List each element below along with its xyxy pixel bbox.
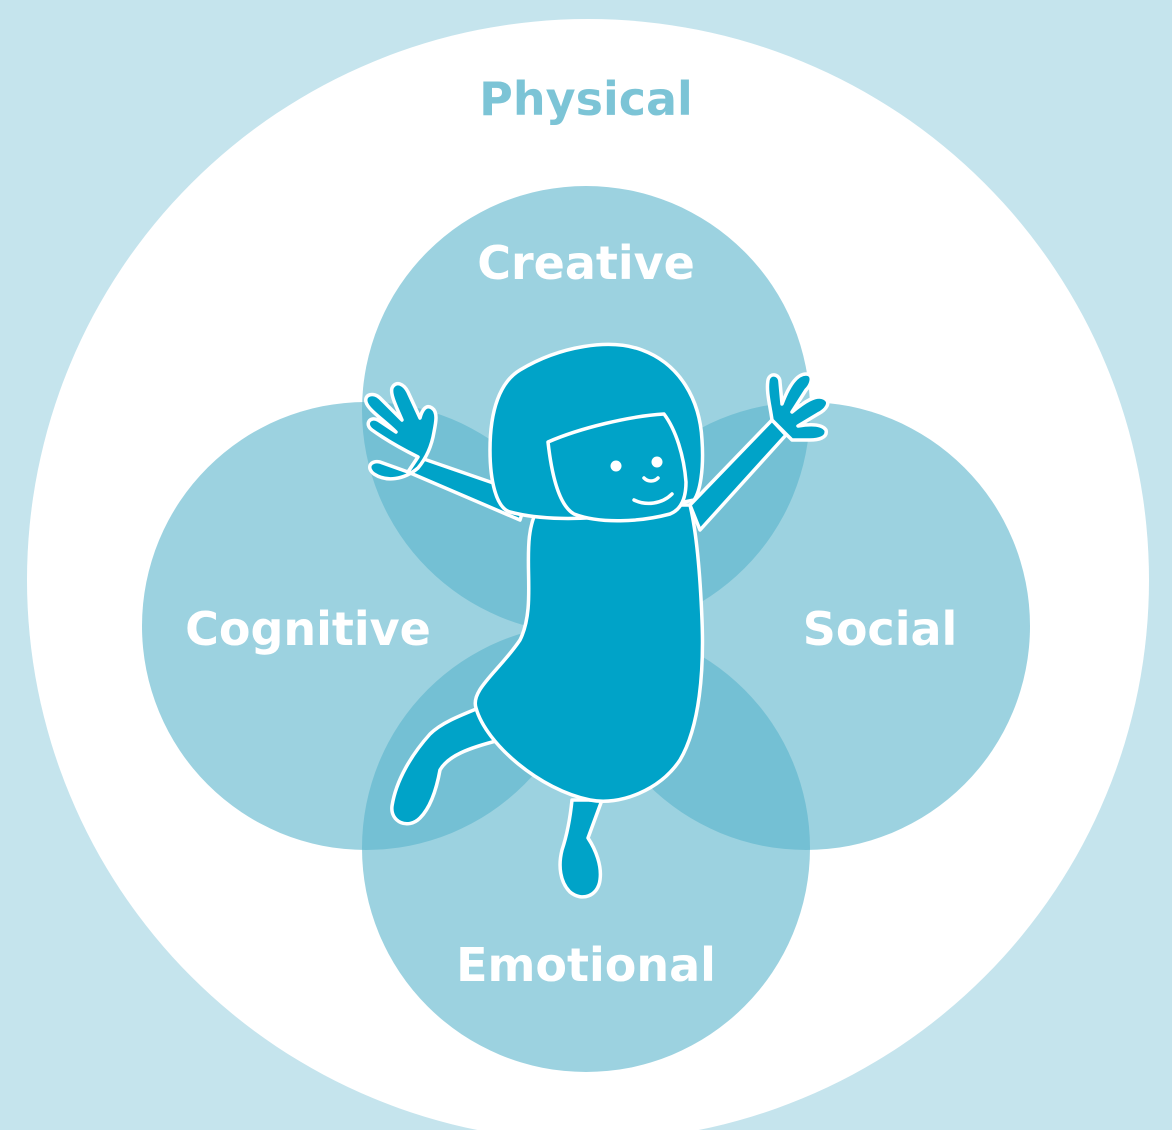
- right-eye-icon: [651, 456, 663, 468]
- left-eye-icon: [610, 460, 622, 472]
- mouth-icon: [632, 492, 674, 506]
- outer-label-physical: Physical: [479, 72, 693, 126]
- label-creative: Creative: [477, 236, 695, 290]
- label-emotional: Emotional: [456, 938, 716, 992]
- inner-labels: Creative Cognitive Social Emotional: [185, 236, 957, 992]
- label-social: Social: [803, 602, 958, 656]
- label-cognitive: Cognitive: [185, 602, 431, 656]
- nose-icon: [642, 476, 660, 483]
- child-face-features: [610, 456, 674, 506]
